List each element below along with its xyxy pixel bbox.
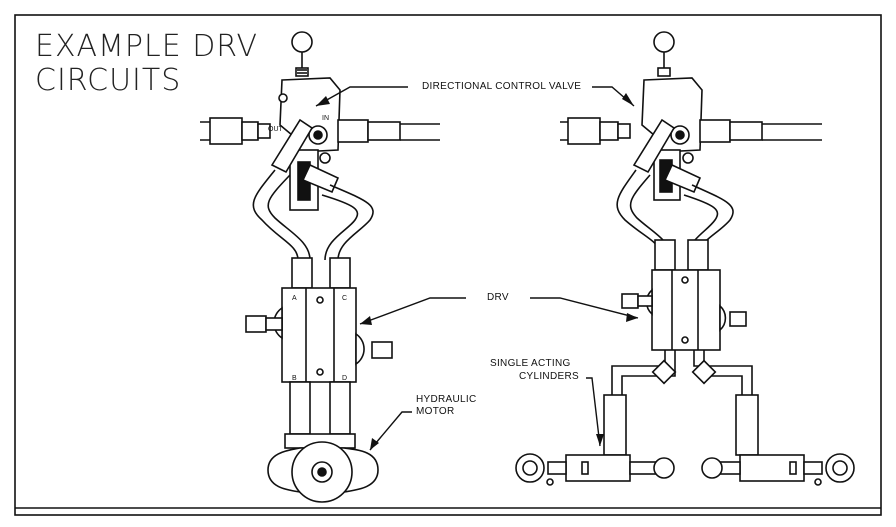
port-label-in: IN	[322, 115, 329, 122]
diagram-title-line-1: EXAMPLE DRV	[35, 29, 259, 64]
port-letters: IN OUT A C B D	[268, 115, 347, 382]
outer-border	[14, 14, 882, 516]
leader-lines	[315, 86, 639, 451]
left-lever-knob	[291, 31, 313, 53]
left-circuit	[200, 31, 440, 503]
port-label-b: B	[292, 375, 297, 382]
port-label-c: C	[342, 295, 347, 302]
diagram-title-line-2: CIRCUITS	[35, 63, 182, 98]
right-lever-knob	[653, 31, 675, 53]
callout-single-acting-line-2: CYLINDERS	[519, 371, 579, 382]
port-label-a: A	[292, 295, 297, 302]
callout-directional-control-valve: DIRECTIONAL CONTROL VALVE	[422, 81, 582, 92]
port-label-d: D	[342, 375, 347, 382]
callout-hydraulic-motor-line-2: MOTOR	[416, 406, 455, 417]
callout-hydraulic-motor-line-1: HYDRAULIC	[416, 394, 477, 405]
arrowheads	[316, 93, 638, 450]
right-circuit	[515, 31, 855, 486]
port-label-out: OUT	[268, 126, 284, 133]
callout-single-acting-line-1: SINGLE ACTING	[490, 358, 571, 369]
callout-drv: DRV	[487, 292, 509, 303]
left-drv-block	[281, 287, 357, 383]
left-cylinder-barrel	[565, 454, 631, 482]
